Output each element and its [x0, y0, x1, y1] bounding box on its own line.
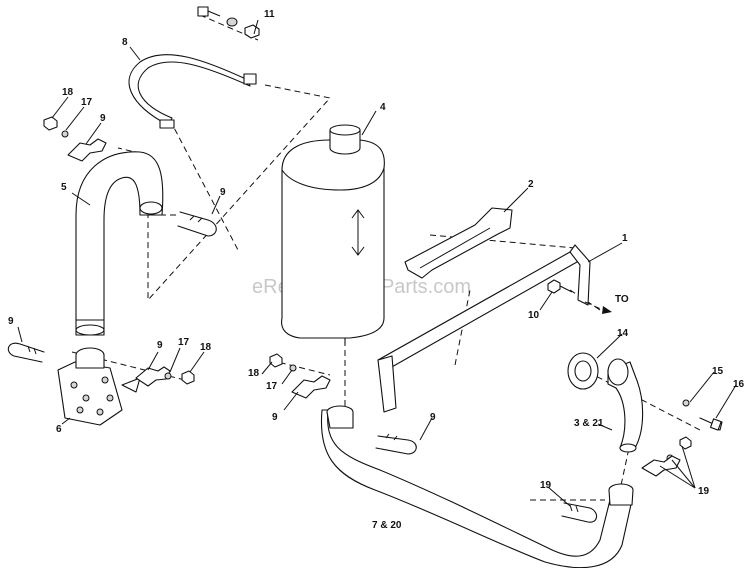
callout-6: 6	[56, 424, 62, 435]
mounting-bracket-1	[377, 244, 591, 413]
callout-19-lower: 19	[540, 480, 552, 491]
u-bolt-9-middle	[375, 433, 417, 455]
gasket-14	[567, 352, 599, 390]
clamp-hardware-19	[641, 436, 692, 477]
direction-label: TO	[615, 294, 629, 305]
callout-9-middle: 9	[272, 412, 278, 423]
callout-5: 5	[61, 182, 67, 193]
callout-9-mid-left: 9	[157, 340, 163, 351]
callout-15: 15	[712, 366, 724, 377]
clamp-hardware-middle	[269, 353, 331, 399]
leader-lines	[17, 19, 737, 507]
pipe-bracket-6	[57, 347, 141, 426]
callout-11: 11	[264, 9, 275, 20]
callout-14: 14	[617, 328, 629, 339]
callout-18-upper: 18	[62, 87, 74, 98]
callout-2: 2	[528, 179, 534, 190]
muffler-4	[281, 124, 385, 346]
u-bolt-9-upper	[177, 211, 217, 237]
callout-17-middle: 17	[266, 381, 278, 392]
callout-17-upper: 17	[81, 97, 93, 108]
callout-9-lower: 9	[430, 412, 436, 423]
callout-3-21: 3 & 21	[574, 418, 604, 429]
callout-1: 1	[622, 233, 628, 244]
callout-9-upper: 9	[100, 113, 106, 124]
callout-9-pipe: 9	[220, 187, 226, 198]
u-bolt-9-left	[7, 342, 45, 363]
callout-4: 4	[380, 102, 386, 113]
callout-19-right: 19	[698, 486, 710, 497]
callout-10: 10	[528, 310, 540, 321]
bolt-10	[547, 279, 573, 294]
callout-9-left: 9	[8, 316, 14, 327]
callout-labels: 11 8 18 17 9 4 5 9 2 1 10 9 9 17 18 14 1…	[8, 9, 745, 531]
u-bolt-19	[561, 502, 598, 523]
muffler-strap-8	[128, 54, 257, 129]
callout-18-middle: 18	[248, 368, 260, 379]
elbow-pipe-3-21	[607, 358, 644, 453]
hardware-15-16	[682, 399, 723, 431]
support-bracket-2	[404, 207, 513, 279]
direction-arrow	[584, 301, 612, 314]
callout-18-mid-left: 18	[200, 342, 212, 353]
tailpipe-7-20	[320, 405, 634, 568]
exhaust-pipe-5	[75, 151, 164, 336]
hardware-bolt-11	[197, 6, 260, 39]
callout-8: 8	[122, 37, 128, 48]
callout-7-20: 7 & 20	[372, 520, 402, 531]
upper-clamp-hardware	[43, 116, 107, 162]
callout-17-mid-left: 17	[178, 337, 190, 348]
callout-16: 16	[733, 379, 745, 390]
